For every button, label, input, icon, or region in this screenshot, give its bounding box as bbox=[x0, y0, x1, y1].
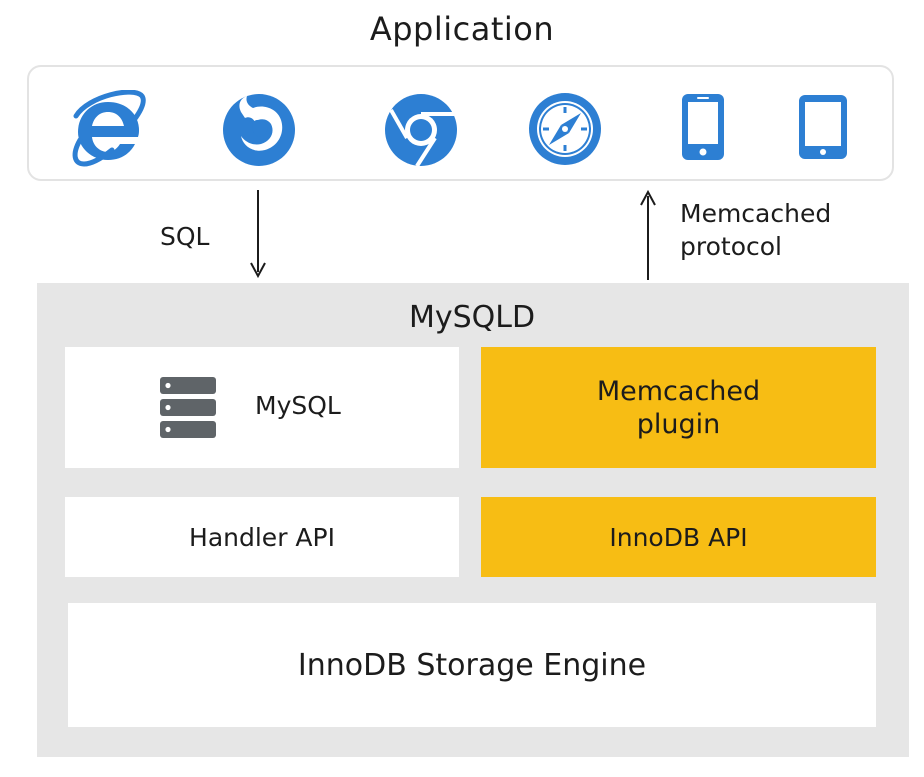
mysqld-title: MySQLD bbox=[408, 300, 536, 335]
innodb-storage-engine-label: InnoDB Storage Engine bbox=[297, 647, 647, 683]
memcached-plugin-block: Memcached plugin bbox=[481, 347, 876, 468]
innodb-api-label: InnoDB API bbox=[609, 522, 748, 552]
mysql-label: MySQL bbox=[255, 391, 341, 420]
sql-down-arrow bbox=[250, 190, 266, 279]
mysql-block: MySQL bbox=[65, 347, 459, 468]
application-title: Application bbox=[369, 10, 555, 48]
handler-api-label: Handler API bbox=[189, 522, 335, 552]
handler-api-block: Handler API bbox=[65, 497, 459, 577]
tablet-icon bbox=[797, 93, 849, 161]
safari-icon bbox=[525, 89, 605, 169]
server-icon bbox=[160, 377, 216, 438]
memcached-protocol-line1: Memcached bbox=[680, 199, 832, 228]
memcached-protocol-line2: protocol bbox=[680, 232, 782, 261]
firefox-icon bbox=[219, 88, 299, 168]
smartphone-icon bbox=[680, 92, 726, 162]
memcached-plugin-line1: Memcached bbox=[596, 375, 761, 407]
memcached-protocol-label: Memcached protocol bbox=[680, 197, 831, 263]
innodb-storage-engine-block: InnoDB Storage Engine bbox=[68, 603, 876, 727]
memcached-up-arrow bbox=[640, 189, 656, 280]
application-panel bbox=[27, 65, 894, 181]
sql-label: SQL bbox=[160, 222, 210, 251]
internet-explorer-icon bbox=[68, 90, 148, 170]
innodb-api-block: InnoDB API bbox=[481, 497, 876, 577]
chrome-icon bbox=[381, 88, 461, 168]
memcached-plugin-line2: plugin bbox=[636, 408, 721, 440]
